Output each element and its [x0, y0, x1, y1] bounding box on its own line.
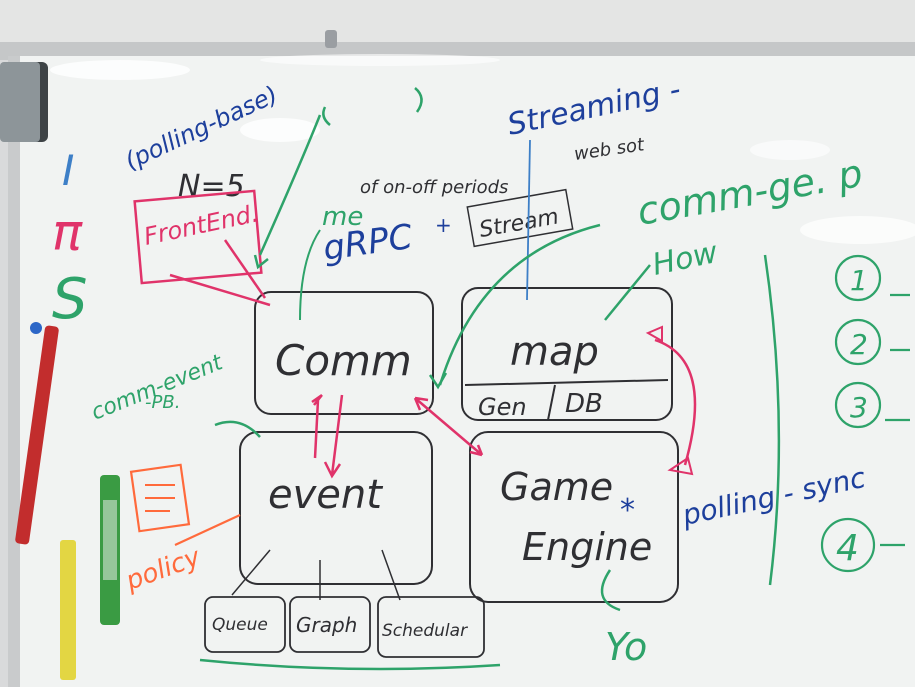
symbol-i: I	[62, 146, 74, 195]
note-on-off-periods: of on-off periods	[360, 177, 508, 198]
scheduler-label: Schedular	[382, 621, 468, 641]
note-me: me	[322, 202, 363, 232]
note-star: *	[620, 493, 635, 528]
glare	[50, 60, 190, 80]
eraser-face	[0, 62, 40, 142]
game-label: Game	[500, 465, 613, 509]
list-number-3: 3	[850, 391, 868, 424]
glare	[260, 54, 500, 66]
note-n-equals: N=5	[178, 169, 245, 204]
note-pb: -PB.	[145, 392, 180, 413]
board-clip	[325, 30, 337, 48]
glare	[800, 216, 915, 244]
yellow-marker[interactable]	[60, 540, 76, 680]
queue-label: Queue	[212, 615, 268, 635]
note-yo: Yo	[605, 625, 647, 669]
plus-sign: +	[435, 213, 452, 237]
symbol-pi: π	[52, 204, 83, 262]
engine-label: Engine	[522, 525, 652, 569]
glare	[750, 140, 830, 160]
db-label: DB	[565, 389, 603, 419]
graph-label: Graph	[296, 613, 357, 637]
event-label: event	[268, 472, 383, 518]
glare	[240, 118, 320, 142]
list-number-1: 1	[850, 264, 868, 297]
list-number-2: 2	[850, 328, 868, 361]
symbol-s: S	[52, 267, 88, 332]
list-number-4: 4	[836, 528, 859, 569]
comm-label: Comm	[275, 336, 412, 385]
board-left-frame	[8, 56, 20, 687]
gen-label: Gen	[478, 393, 527, 421]
map-label: map	[510, 329, 599, 375]
green-marker[interactable]	[100, 475, 120, 625]
